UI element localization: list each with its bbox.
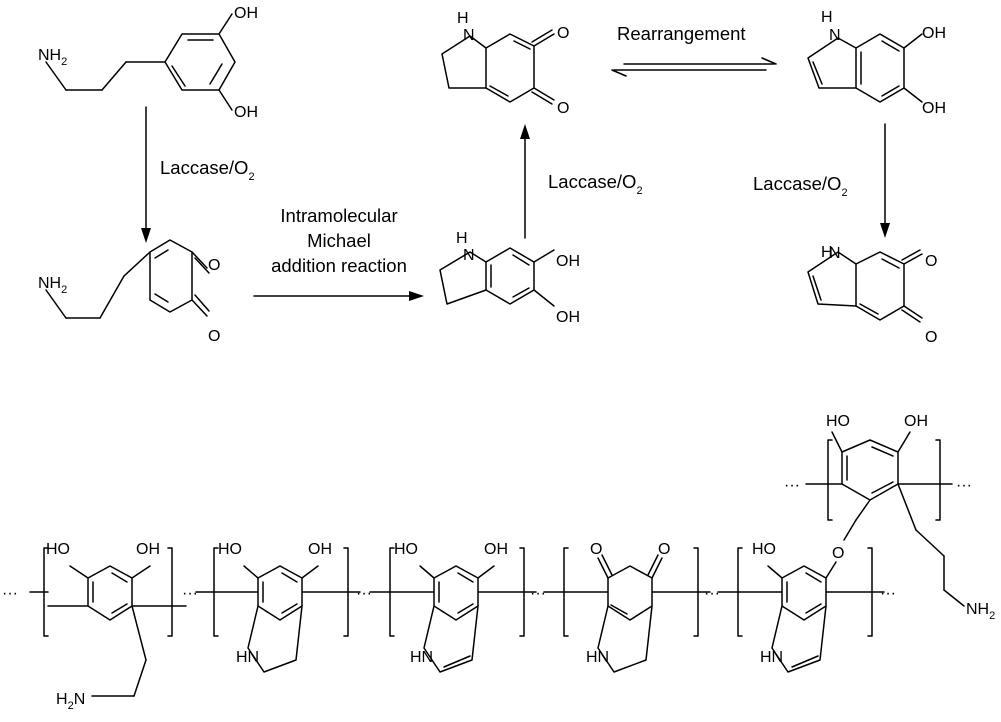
chain-continuation: ··· <box>2 585 18 602</box>
amine-label: H2N <box>56 691 85 712</box>
hydroxyl-label: HO <box>394 541 418 558</box>
amine-label: NH2 <box>966 601 995 622</box>
hydroxyl-label: HO <box>826 413 850 430</box>
hydroxyl-label: OH <box>308 541 332 558</box>
reaction-label: addition reaction <box>271 255 407 276</box>
amine-label: NH2 <box>38 275 67 296</box>
polymer-unit-ether-linked-indole: HO O HN ··· ··· HO OH ··· ··· NH2 <box>704 413 995 673</box>
nitrogen-label: H <box>456 230 468 247</box>
hydroxyl-label: OH <box>136 541 160 558</box>
oxygen-label: O <box>925 329 937 346</box>
oxygen-label: O <box>590 541 602 558</box>
reaction-label: Michael <box>307 230 371 251</box>
hydroxyl-label: HO <box>46 541 70 558</box>
polydopamine-polymer: HO OH H2N ··· HO OH HN ··· <box>2 413 995 712</box>
hydroxyl-label: OH <box>556 309 580 326</box>
oxygen-label: O <box>925 253 937 270</box>
hydroxyl-label: OH <box>922 25 946 42</box>
arrow-michael-addition <box>253 291 424 301</box>
arrow-laccase-2 <box>520 124 530 239</box>
nitrogen-label: H <box>821 244 833 261</box>
arrow-equilibrium <box>611 57 777 77</box>
nitrogen-label: H <box>821 9 833 26</box>
polymer-unit-dopaminechrome: O O HN ··· <box>530 541 711 673</box>
chain-continuation: ··· <box>784 477 800 494</box>
reaction-label: Rearrangement <box>617 23 746 44</box>
nitrogen-label: N <box>829 27 841 44</box>
hydroxyl-label: OH <box>556 253 580 270</box>
oxygen-label: O <box>208 257 220 274</box>
chain-continuation: ··· <box>704 585 720 602</box>
arrow-laccase-1 <box>141 106 151 243</box>
oxygen-label: O <box>208 328 220 345</box>
chain-continuation: ··· <box>956 477 972 494</box>
polymer-unit-dihydroxyindole: HO OH HN ··· <box>356 541 537 673</box>
nitrogen-label: H <box>457 10 469 27</box>
reaction-label: Intramolecular <box>280 205 397 226</box>
hydroxyl-label: OH <box>922 100 946 117</box>
oxygen-label: O <box>557 25 569 42</box>
polymer-unit-leucodopaminechrome: HO OH HN ··· <box>182 541 361 673</box>
hydroxyl-label: HO <box>752 541 776 558</box>
dihydroxyindole-structure: H N OH OH <box>807 9 946 117</box>
nitrogen-label: N <box>463 247 475 264</box>
chain-continuation: ··· <box>356 585 372 602</box>
nitrogen-label: HN <box>586 649 609 666</box>
reagent-label: Laccase/O2 <box>548 171 643 197</box>
chain-continuation: ··· <box>182 585 198 602</box>
hydroxyl-label: OH <box>234 104 258 121</box>
hydroxyl-label: HO <box>218 541 242 558</box>
chain-continuation: ··· <box>880 585 896 602</box>
arrow-laccase-3 <box>880 123 890 238</box>
chain-continuation: ··· <box>530 585 546 602</box>
oxygen-label: O <box>557 100 569 117</box>
indolequinone-structure: H N O O <box>807 244 937 346</box>
dopamine-quinone-structure: O O NH2 <box>38 239 220 345</box>
oxygen-label: O <box>832 545 844 562</box>
hydroxyl-label: OH <box>484 541 508 558</box>
nitrogen-label: HN <box>410 649 433 666</box>
polymer-unit-dopamine: HO OH H2N ··· <box>2 541 187 712</box>
amine-label: NH2 <box>38 47 67 68</box>
dopaminechrome-structure: H N O O <box>441 10 569 117</box>
hydroxyl-label: OH <box>234 5 258 22</box>
reagent-label: Laccase/O2 <box>160 157 255 183</box>
dopamine-structure: OH OH NH2 <box>38 5 258 121</box>
nitrogen-label: HN <box>236 649 259 666</box>
nitrogen-label: N <box>463 27 475 44</box>
oxygen-label: O <box>658 541 670 558</box>
reagent-label: Laccase/O2 <box>753 173 848 199</box>
nitrogen-label: HN <box>760 649 783 666</box>
leucodopaminechrome-structure: H N OH OH <box>439 230 580 326</box>
hydroxyl-label: OH <box>904 413 928 430</box>
nitrogen-label: N <box>829 245 841 262</box>
